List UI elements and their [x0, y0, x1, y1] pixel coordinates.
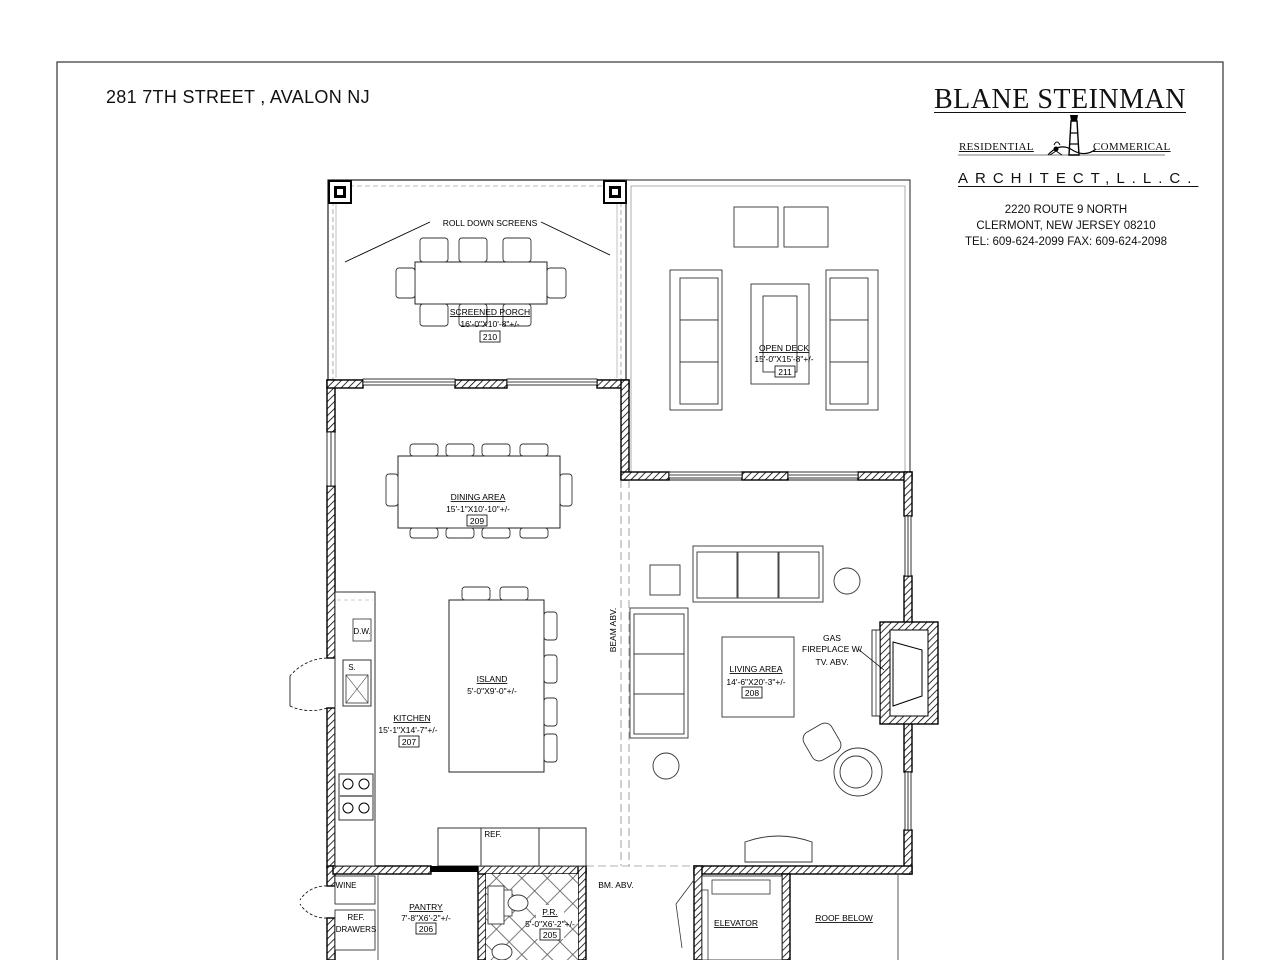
room-size: 14'-6"X20'-3"+/-	[726, 677, 785, 687]
lighthouse-logo-icon	[1047, 115, 1097, 156]
sink-label: S.	[348, 663, 356, 672]
firm-contact: 2220 ROUTE 9 NORTH CLERMONT, NEW JERSEY …	[935, 202, 1197, 250]
roll-down-screens-note: ROLL DOWN SCREENS	[443, 218, 538, 228]
firm-address-line1: 2220 ROUTE 9 NORTH	[1004, 204, 1128, 216]
gas-fireplace	[871, 629, 929, 717]
room-size: 5'-0"X9'-0"+/-	[467, 686, 517, 696]
firm-name-text: BLANE STEINMAN	[934, 84, 1186, 115]
living-area: LIVING AREA 14'-6"X20'-3"+/- 208 GAS FIR…	[629, 545, 929, 863]
fireplace-note: TV. ABV.	[816, 657, 849, 667]
beam-note: BM. ABV.	[598, 880, 634, 890]
room-name: OPEN DECK	[759, 343, 809, 353]
room-name: KITCHEN	[393, 713, 430, 723]
room-name: PANTRY	[409, 902, 443, 912]
kitchen: D.W. S. ISLAND 5'-0"X9'-0"+/- KITCHEN 15…	[334, 586, 587, 872]
room-size: 15'-1"X14'-7"+/-	[378, 725, 437, 735]
beam-note: BEAM ABV.	[608, 608, 618, 653]
fridge-label: REF.	[484, 830, 501, 839]
firm-subtitle: ARCHITECT,L.L.C.	[958, 170, 1199, 187]
firm-tag-residential: RESIDENTIAL	[959, 141, 1034, 153]
sheet-border	[56, 61, 1224, 965]
fireplace-note: FIREPLACE W/	[802, 644, 863, 654]
firm-phone-line: TEL: 609-624-2099 FAX: 609-624-2098	[964, 236, 1168, 248]
dining-area: DINING AREA 15'-1"X10'-10"+/- 209	[385, 443, 573, 539]
porch-column	[603, 180, 627, 204]
room-name: P.R.	[542, 907, 557, 917]
room-size: 16'-0"X10'-8"+/-	[460, 319, 519, 329]
roof-below-note: ROOF BELOW	[815, 913, 873, 923]
room-number: 211	[778, 367, 792, 377]
room-number: 210	[483, 332, 497, 342]
room-number: 208	[745, 688, 759, 698]
fireplace-note: GAS	[823, 633, 841, 643]
room-size: 7'-8"X6'-2"+/-	[401, 913, 451, 923]
room-name: ELEVATOR	[714, 918, 758, 928]
firm-address-line2: CLERMONT, NEW JERSEY 08210	[976, 220, 1156, 232]
room-name: LIVING AREA	[730, 664, 783, 674]
room-number: 206	[419, 924, 433, 934]
room-name: ISLAND	[477, 674, 508, 684]
screened-porch: ROLL DOWN SCREENS SCREENED PORCH 16'-0"X…	[327, 179, 627, 381]
beam-lines	[478, 480, 694, 867]
room-number: 209	[470, 516, 484, 526]
porch-column	[328, 180, 352, 204]
room-size: 5'-0"X6'-2"+/-	[525, 919, 575, 929]
open-deck: OPEN DECK 15'-0"X15'-8"+/- 211	[625, 179, 911, 481]
kitchen-door	[289, 657, 328, 919]
room-size: 15'-0"X15'-8"+/-	[754, 354, 813, 364]
lower-rooms: WINE REF. DRAWERS PANTRY 7'-8"X6'-2"+/- …	[334, 874, 899, 961]
room-size: 15'-1"X10'-10"+/-	[446, 504, 510, 514]
ref-drawers-label: REF.	[347, 913, 364, 922]
windows	[326, 378, 912, 831]
wine-label: WINE	[336, 881, 357, 890]
dishwasher-label: D.W.	[353, 627, 370, 636]
project-address: 281 7TH STREET , AVALON NJ	[106, 87, 370, 107]
cooktop-burners	[340, 778, 372, 814]
ref-drawers-label: DRAWERS	[336, 925, 377, 934]
room-number: 207	[402, 737, 416, 747]
room-number: 205	[543, 930, 557, 940]
firm-name: BLANE STEINMAN	[930, 84, 1190, 116]
firm-tag-commercial: COMMERICAL	[1093, 141, 1171, 153]
room-name: SCREENED PORCH	[450, 307, 530, 317]
room-name: DINING AREA	[451, 492, 506, 502]
